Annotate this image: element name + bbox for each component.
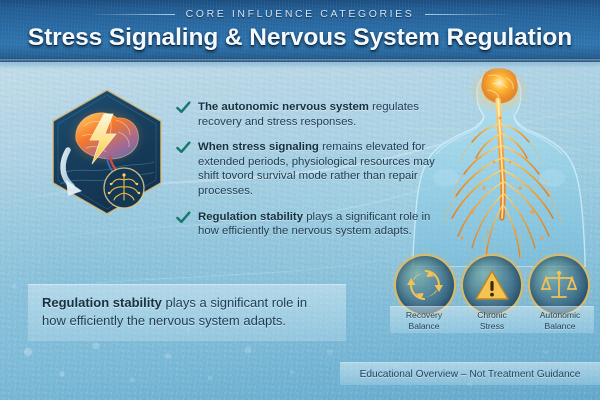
bullet-rest: regulates recovery and stress responses. — [198, 101, 419, 128]
bullet-lead: The autonomic nervous system — [198, 101, 369, 113]
page-title: Stress Signaling & Nervous System Regula… — [27, 24, 573, 51]
bullet-lead: When stress signaling — [198, 141, 319, 154]
warning-triangle-icon — [475, 270, 509, 300]
bullet-rest: remains elevated for extended periods, p… — [198, 141, 435, 197]
eyebrow-label: CORE INFLUENCE CATEGORIES — [185, 8, 415, 20]
eyebrow-row: CORE INFLUENCE CATEGORIES — [0, 8, 600, 20]
badge-label-line2: Stress — [479, 320, 505, 331]
balance-scales-icon — [541, 270, 577, 298]
recycle-arrows-icon — [407, 270, 443, 300]
bullet-rest: plays a significant role in how efficien… — [198, 210, 431, 238]
check-icon — [176, 101, 191, 114]
eyebrow-rule-right — [425, 13, 512, 15]
footer-disclaimer: Educational Overview – Not Treatment Gui… — [359, 368, 581, 380]
badge-label-line1: Autonomic — [539, 310, 581, 320]
header-underglow — [0, 62, 600, 71]
check-icon — [176, 141, 191, 154]
header-band: CORE INFLUENCE CATEGORIES Stress Signali… — [0, 0, 600, 62]
eyebrow-rule-left — [88, 13, 175, 15]
badge-label-line2: Balance — [408, 320, 440, 331]
check-icon — [176, 211, 191, 223]
footer-bar: Educational Overview – Not Treatment Gui… — [340, 362, 600, 385]
bullet-lead: Regulation stability — [198, 210, 304, 223]
bullet-text: Regulation stability plays a significant… — [198, 210, 438, 239]
badge-row — [396, 256, 588, 314]
bullet-item: Regulation stability plays a significant… — [176, 210, 438, 239]
callout-lead: Regulation stability — [42, 295, 162, 310]
human-nervous-system-figure — [398, 66, 600, 267]
brain-lightning-hexagon — [48, 88, 166, 216]
callout-text: Regulation stability plays a significant… — [42, 294, 334, 330]
badge-label-autonomic-balance: Autonomic Balance — [526, 307, 594, 333]
badge-label-bar: Recovery Balance Chronic Stress Autonomi… — [390, 306, 594, 333]
badge-autonomic-balance[interactable] — [530, 256, 588, 314]
badge-chronic-stress[interactable] — [463, 256, 521, 314]
badge-label-line2: Balance — [544, 320, 576, 331]
callout-rest: plays a significant role in how efficien… — [42, 295, 308, 328]
badge-label-line1: Recovery — [405, 310, 443, 320]
badge-label-recovery-balance: Recovery Balance — [390, 307, 458, 333]
callout-panel: Regulation stability plays a significant… — [28, 284, 346, 341]
badge-recovery-balance[interactable] — [396, 256, 454, 314]
bullet-list: The autonomic nervous system regulates r… — [176, 100, 438, 250]
header-texture — [0, 0, 600, 62]
bullet-item: When stress signaling remains elevated f… — [176, 140, 438, 198]
bullet-text: The autonomic nervous system regulates r… — [198, 100, 438, 129]
badge-label-line1: Chronic — [477, 310, 507, 320]
badge-label-chronic-stress: Chronic Stress — [458, 307, 526, 333]
bullet-text: When stress signaling remains elevated f… — [198, 140, 438, 198]
bullet-item: The autonomic nervous system regulates r… — [176, 100, 438, 129]
